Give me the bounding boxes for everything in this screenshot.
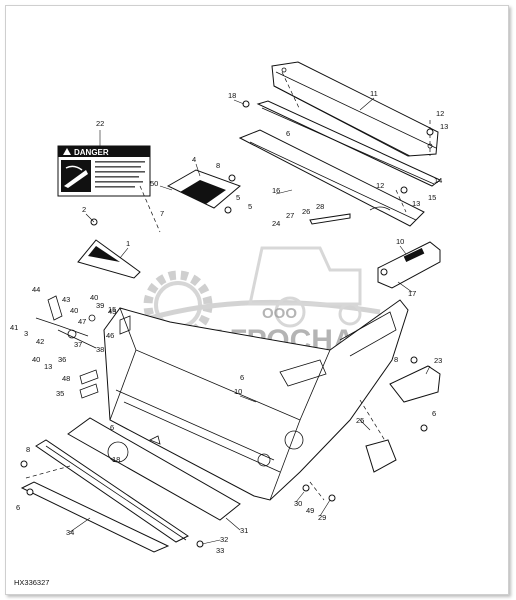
part-left-linkage [35, 295, 99, 399]
warning-triangle-icon [63, 148, 71, 155]
callout-50: 50 [150, 179, 158, 188]
callout-38: 38 [96, 345, 104, 354]
callout-46: 46 [106, 331, 114, 340]
callout-16: 16 [272, 186, 280, 195]
callout-1: 1 [126, 239, 130, 248]
callout-12: 12 [436, 109, 444, 118]
callout-27: 27 [286, 211, 294, 220]
callout-40: 40 [90, 293, 98, 302]
part-upper-rail [256, 100, 441, 187]
callout-30: 30 [294, 499, 302, 508]
callout-44: 44 [32, 285, 40, 294]
watermark-company-form: ООО [262, 305, 297, 322]
callout-leaders [69, 97, 431, 545]
part-cover-plate [166, 169, 241, 209]
callout-47: 47 [78, 317, 86, 326]
callout-13: 13 [44, 362, 52, 371]
callout-28: 28 [316, 202, 324, 211]
callout-22: 22 [96, 119, 104, 128]
callout-41: 41 [10, 323, 18, 332]
callout-33: 33 [216, 546, 224, 555]
callout-13: 13 [412, 199, 420, 208]
danger-label: DANGER [57, 145, 151, 197]
callout-14: 14 [434, 176, 442, 185]
callout-40: 40 [70, 306, 78, 315]
callout-18: 18 [112, 455, 120, 464]
callout-36: 36 [58, 355, 66, 364]
callout-4: 4 [192, 155, 196, 164]
callout-6: 6 [240, 373, 244, 382]
callout-35: 35 [56, 389, 64, 398]
callout-6: 6 [286, 129, 290, 138]
callout-8: 8 [216, 161, 220, 170]
part-bracket [77, 239, 141, 279]
callout-5: 5 [248, 202, 252, 211]
callout-15: 15 [428, 193, 436, 202]
callout-34: 34 [66, 528, 74, 537]
callout-8: 8 [26, 445, 30, 454]
callout-23: 23 [434, 356, 442, 365]
part-top-cover [271, 61, 439, 157]
callout-18: 18 [228, 91, 236, 100]
part-right-bracket [389, 365, 441, 403]
callout-45: 45 [108, 307, 116, 316]
callout-42: 42 [36, 337, 44, 346]
hand-blade-pictogram-icon [61, 160, 91, 192]
callout-6: 6 [110, 423, 114, 432]
callout-24: 24 [272, 219, 280, 228]
callout-5: 5 [236, 193, 240, 202]
callout-31: 31 [240, 526, 248, 535]
part-lower-panel [238, 129, 425, 227]
callout-17: 17 [408, 289, 416, 298]
callout-6: 6 [432, 409, 436, 418]
callout-10: 10 [234, 387, 242, 396]
part-side-panel [377, 241, 441, 289]
callout-2: 2 [82, 205, 86, 214]
hardware [20, 100, 434, 548]
part-main-frame [103, 299, 409, 501]
gear-tractor-logo-icon [143, 246, 381, 340]
callout-7: 7 [160, 209, 164, 218]
part-skid-plate [20, 417, 241, 553]
callout-12: 12 [376, 181, 384, 190]
callout-48: 48 [62, 374, 70, 383]
callout-40: 40 [32, 355, 40, 364]
callout-8: 8 [394, 355, 398, 364]
callout-37: 37 [74, 340, 82, 349]
callout-labels: 1 2 3 4 5 5 6 6 6 6 6 7 8 8 8 10 10 11 1… [10, 89, 448, 555]
callout-13: 13 [440, 122, 448, 131]
callout-15: 15 [108, 305, 116, 314]
callout-10: 10 [396, 237, 404, 246]
callout-3: 3 [24, 329, 28, 338]
callout-26: 26 [302, 207, 310, 216]
callout-39: 39 [96, 301, 104, 310]
callout-49: 49 [306, 506, 314, 515]
danger-label-heading: DANGER [74, 148, 109, 157]
callout-43: 43 [62, 295, 70, 304]
callout-32: 32 [220, 535, 228, 544]
callout-11: 11 [370, 89, 378, 98]
callout-29: 29 [318, 513, 326, 522]
callout-6: 6 [16, 503, 20, 512]
figure-id: HX336327 [14, 578, 49, 587]
